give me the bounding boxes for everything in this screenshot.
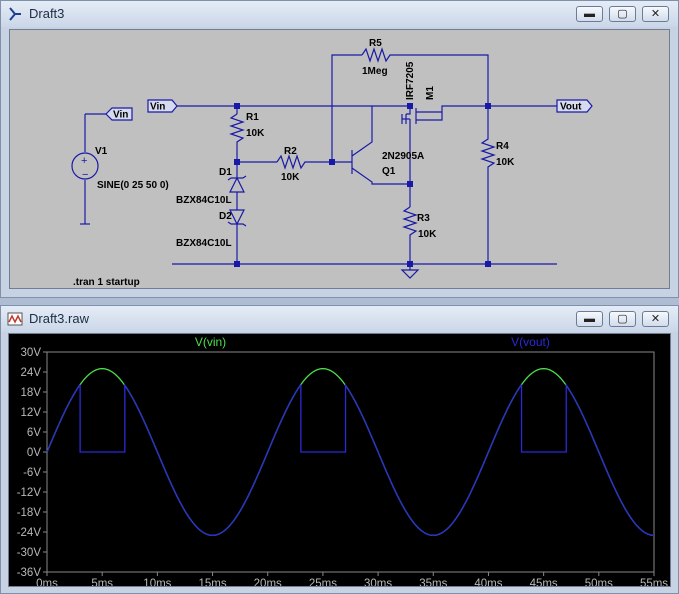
schematic-titlebar[interactable]: Draft3 ▬ ▢ ✕ bbox=[1, 1, 678, 27]
v1-source-symbol[interactable]: + − bbox=[71, 152, 99, 181]
x-tick-label: 45ms bbox=[530, 578, 558, 587]
waveform-titlebar[interactable]: Draft3.raw ▬ ▢ ✕ bbox=[1, 306, 678, 332]
r4-name: R4 bbox=[496, 141, 509, 152]
d1-diode-symbol[interactable] bbox=[227, 175, 247, 193]
r2-name: R2 bbox=[284, 146, 297, 157]
waveform-title: Draft3.raw bbox=[29, 311, 89, 326]
y-tick-label: 12V bbox=[21, 407, 42, 419]
vin-flag-label: Vin bbox=[113, 110, 128, 121]
r5-name: R5 bbox=[369, 38, 382, 49]
vin-port[interactable] bbox=[147, 99, 178, 113]
x-tick-label: 0ms bbox=[36, 578, 58, 587]
svg-text:+: + bbox=[81, 155, 87, 167]
vout-port-label: Vout bbox=[560, 102, 582, 113]
ltspice-schematic-icon bbox=[9, 7, 21, 21]
waveform-chart[interactable]: 30V 24V 18V 12V 6V 0V -6V -12V -18V -24V -30V -36V0… bbox=[9, 334, 671, 587]
y-tick-label: 18V bbox=[21, 387, 42, 399]
schematic-drawing[interactable]: + − bbox=[10, 30, 670, 289]
m1-value: IRF7205 bbox=[405, 61, 416, 100]
close-button[interactable]: ✕ bbox=[642, 6, 669, 22]
vin-flag[interactable] bbox=[105, 107, 133, 121]
schematic-canvas[interactable]: + − bbox=[9, 29, 670, 289]
d1-name: D1 bbox=[219, 167, 232, 178]
y-tick-label: 24V bbox=[21, 367, 42, 379]
spice-directive[interactable]: .tran 1 startup bbox=[73, 277, 140, 288]
vout-port[interactable] bbox=[556, 99, 593, 113]
y-tick-label: -30V bbox=[17, 547, 42, 559]
v1-value: SINE(0 25 50 0) bbox=[97, 180, 169, 191]
m1-name: M1 bbox=[425, 86, 436, 100]
legend-vout: V(vout) bbox=[511, 335, 550, 349]
q1-name: Q1 bbox=[382, 166, 396, 177]
d2-diode-symbol[interactable] bbox=[227, 209, 247, 227]
x-tick-label: 30ms bbox=[364, 578, 392, 587]
x-tick-label: 55ms bbox=[640, 578, 668, 587]
x-tick-label: 15ms bbox=[198, 578, 226, 587]
v1-name: V1 bbox=[95, 146, 108, 157]
waveform-minimize-button[interactable]: ▬ bbox=[576, 311, 603, 327]
y-tick-label: -12V bbox=[17, 487, 42, 499]
y-tick-label: -24V bbox=[17, 527, 42, 539]
legend-vin: V(vin) bbox=[195, 335, 226, 349]
y-tick-label: -6V bbox=[23, 467, 41, 479]
d2-value: BZX84C10L bbox=[176, 238, 232, 249]
plot-frame bbox=[46, 351, 655, 573]
r4-value: 10K bbox=[496, 157, 515, 168]
x-tick-label: 35ms bbox=[419, 578, 447, 587]
series-line-vout bbox=[46, 383, 655, 536]
y-tick-label: 0V bbox=[27, 447, 41, 459]
r3-name: R3 bbox=[417, 213, 430, 224]
r1-value: 10K bbox=[246, 128, 265, 139]
d2-name: D2 bbox=[219, 211, 232, 222]
waveform-close-button[interactable]: ✕ bbox=[642, 311, 669, 327]
svg-text:−: − bbox=[82, 169, 88, 181]
schematic-title: Draft3 bbox=[29, 6, 65, 21]
x-tick-label: 25ms bbox=[309, 578, 337, 587]
y-tick-label: 6V bbox=[27, 427, 41, 439]
schematic-window: Draft3 ▬ ▢ ✕ bbox=[0, 0, 679, 298]
waveform-restore-button[interactable]: ▢ bbox=[609, 311, 636, 327]
vin-port-label: Vin bbox=[150, 102, 165, 113]
x-tick-label: 40ms bbox=[474, 578, 502, 587]
waveform-window: Draft3.raw ▬ ▢ ✕ 30V 24V 18V 12V 6V 0V -6V -12V… bbox=[0, 305, 679, 594]
r3-value: 10K bbox=[418, 229, 437, 240]
r1-name: R1 bbox=[246, 112, 259, 123]
y-tick-label: -36V bbox=[17, 567, 42, 579]
minimize-button[interactable]: ▬ bbox=[576, 6, 603, 22]
restore-button[interactable]: ▢ bbox=[609, 6, 636, 22]
x-tick-label: 20ms bbox=[254, 578, 282, 587]
r2-value: 10K bbox=[281, 172, 300, 183]
x-tick-label: 5ms bbox=[91, 578, 113, 587]
junction-dots bbox=[234, 103, 491, 267]
d1-value: BZX84C10L bbox=[176, 195, 232, 206]
q1-value: 2N2905A bbox=[382, 151, 424, 162]
x-tick-label: 50ms bbox=[585, 578, 613, 587]
y-tick-label: -18V bbox=[17, 507, 42, 519]
r5-value: 1Meg bbox=[362, 66, 388, 77]
x-tick-label: 10ms bbox=[143, 578, 171, 587]
y-tick-label: 30V bbox=[21, 347, 42, 359]
schematic-wires bbox=[80, 47, 557, 279]
waveform-viewer-icon bbox=[7, 312, 23, 326]
